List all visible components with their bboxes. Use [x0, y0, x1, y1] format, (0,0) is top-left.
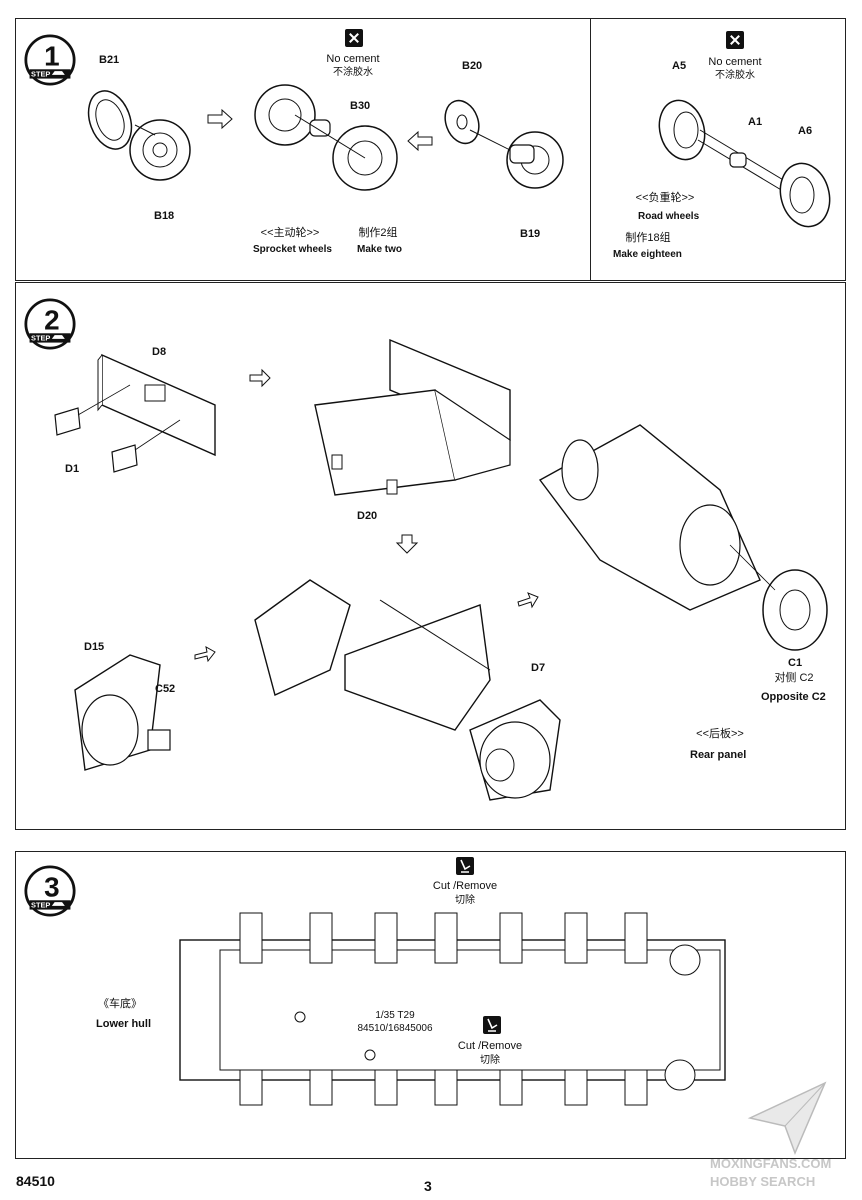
paper-plane-icon [747, 1081, 827, 1156]
part-a6-label: A6 [798, 125, 813, 137]
step3-badge: 3 STEP [24, 865, 76, 917]
cut-remove-zh-2: 切除 [480, 1055, 500, 1066]
no-cement-icon-2 [726, 31, 744, 49]
hull-code: 84510/16845006 [357, 1023, 433, 1034]
opposite-zh: 对侧 C2 [774, 672, 814, 684]
step1b-panel [590, 18, 846, 281]
cut-remove-icon-2 [483, 1016, 501, 1034]
road-wheel-title-en: Road wheels [638, 211, 700, 222]
rear-panel-en: Rear panel [690, 749, 747, 761]
part-b18-label: B18 [154, 210, 175, 222]
rear-panel-zh: <<后板>> [696, 728, 744, 740]
step2-badge: 2 STEP [24, 298, 76, 350]
step3-panel [15, 851, 846, 1159]
part-a1-label: A1 [748, 116, 763, 128]
make-eighteen-zh: 制作18组 [625, 232, 671, 244]
sprocket-title-en: Sprocket wheels [253, 244, 332, 255]
no-cement-icon [345, 29, 363, 47]
road-wheel-title-zh: <<负重轮>> [635, 192, 695, 204]
no-cement-en: No cement [326, 53, 380, 65]
part-b30-label: B30 [350, 100, 371, 112]
step3-word: STEP [31, 901, 50, 910]
watermark-hobbysearch: HOBBY SEARCH [710, 1174, 816, 1189]
make-two-en: Make two [357, 244, 403, 255]
lower-hull-zh: 《车底》 [98, 998, 142, 1010]
part-c1-label: C1 [788, 657, 803, 669]
part-d20-label: D20 [357, 510, 378, 522]
kit-number: 84510 [16, 1173, 55, 1189]
cut-remove-en-2: Cut /Remove [457, 1040, 523, 1052]
cut-remove-en: Cut /Remove [432, 880, 498, 892]
make-two-zh: 制作2组 [358, 227, 398, 239]
part-d7-label: D7 [531, 662, 546, 674]
no-cement-zh-2: 不涂胶水 [715, 70, 755, 81]
page-number: 3 [424, 1178, 432, 1194]
watermark-moxingfans: MOXINGFANS.COM [710, 1156, 832, 1171]
make-eighteen-en: Make eighteen [613, 249, 682, 260]
step3-number: 3 [44, 872, 60, 903]
part-d15-label: D15 [84, 641, 105, 653]
step2-assembly-drawing [54, 338, 828, 801]
road-wheel-drawing [658, 99, 831, 228]
lower-hull-drawing [179, 912, 726, 1106]
hull-scale: 1/35 T29 [375, 1010, 415, 1021]
lower-hull-en: Lower hull [96, 1018, 151, 1030]
sprocket-title-zh: <<主动轮>> [260, 227, 320, 239]
step1-b20-drawing [444, 99, 564, 189]
part-a5-label: A5 [672, 60, 687, 72]
opposite-en: Opposite C2 [761, 691, 826, 703]
step1-number: 1 [44, 41, 60, 72]
no-cement-en-2: No cement [708, 56, 762, 68]
step1-badge: 1 STEP [24, 34, 76, 86]
step2-panel [15, 282, 846, 830]
step1-word: STEP [31, 70, 50, 79]
part-d1-label: D1 [65, 463, 80, 475]
step2-word: STEP [31, 334, 50, 343]
part-c52-label: C52 [155, 683, 176, 695]
cut-remove-icon [456, 857, 474, 875]
step2-number: 2 [44, 305, 60, 336]
step1-sprocket-drawing [87, 84, 433, 191]
cut-remove-zh: 切除 [455, 895, 475, 906]
no-cement-zh: 不涂胶水 [333, 67, 373, 78]
part-d8-label: D8 [152, 346, 167, 358]
part-b20-label: B20 [462, 60, 483, 72]
part-b21-label: B21 [99, 54, 120, 66]
part-b19-label: B19 [520, 228, 541, 240]
